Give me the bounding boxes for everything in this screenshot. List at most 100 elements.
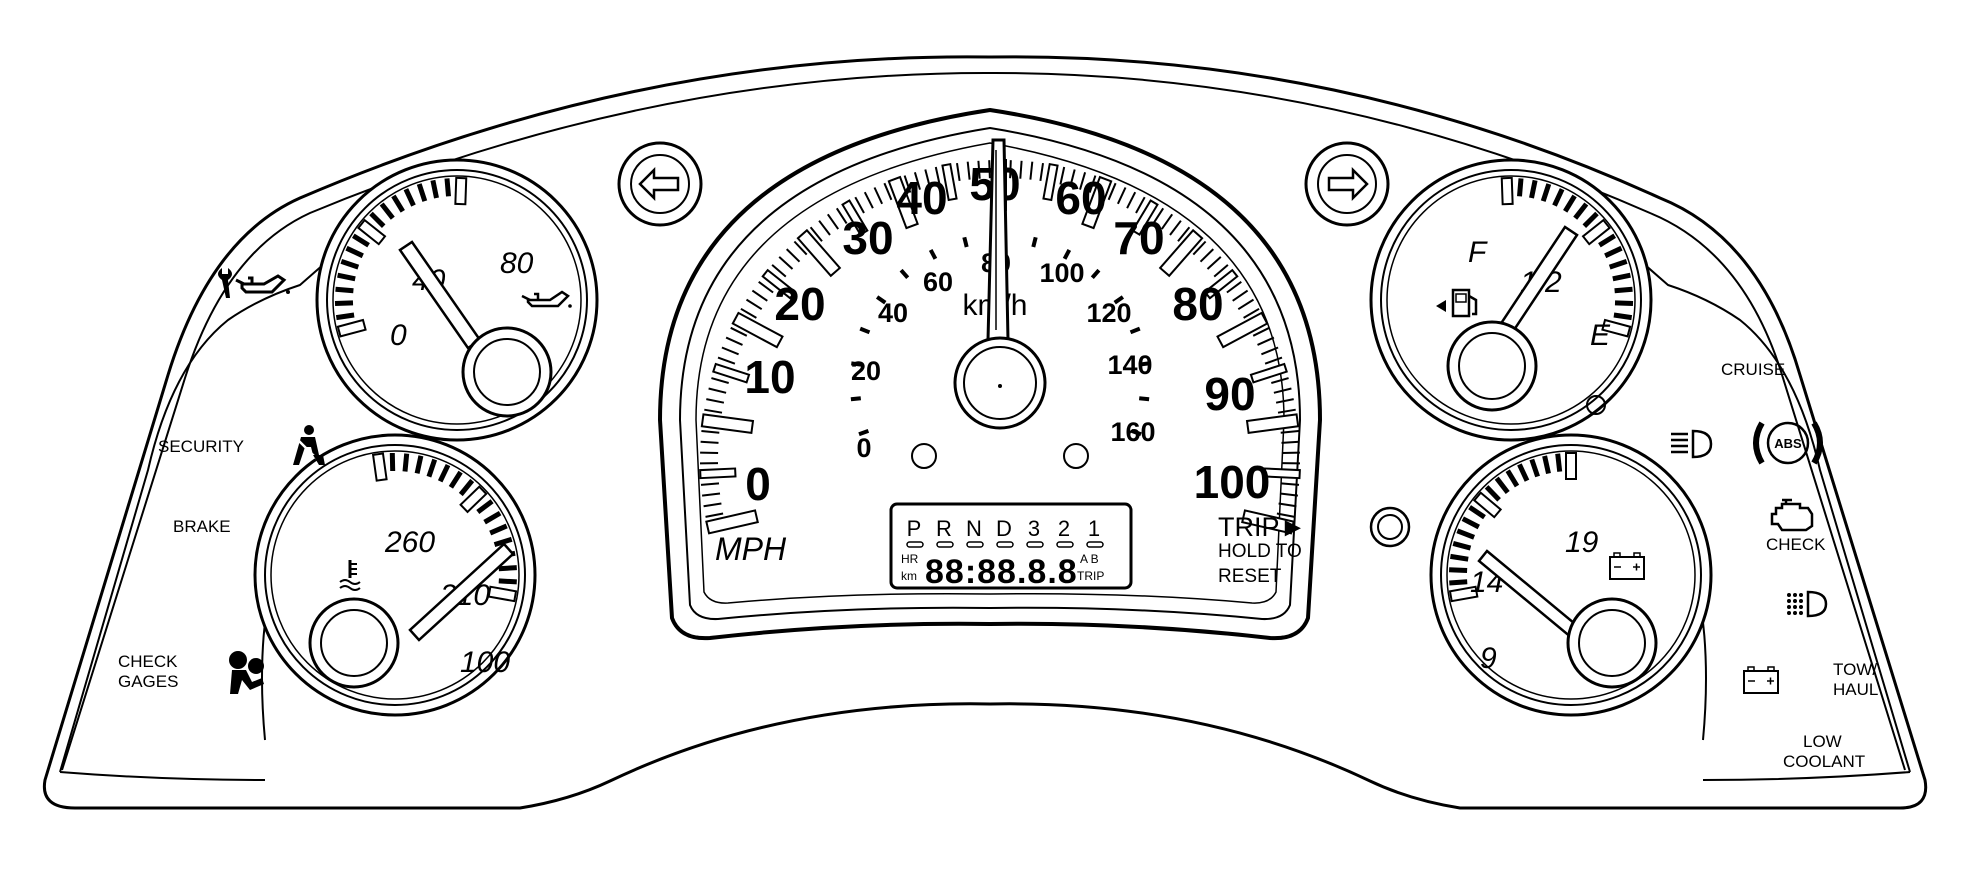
fuel-minor-tick — [1582, 211, 1599, 228]
kmh-tick — [1062, 248, 1072, 260]
oil-major-tick — [357, 218, 387, 246]
speedo-minor-tick — [701, 492, 721, 497]
oil-minor-tick — [416, 183, 428, 202]
fuel-major-tick — [1581, 218, 1611, 246]
voltmeter-gauge: 19 14 9 — [1429, 433, 1713, 717]
speedo-minor-tick — [1261, 346, 1279, 356]
speedo-minor-tick — [1232, 289, 1249, 302]
speedometer-hub — [953, 336, 1047, 430]
volt-minor-tick — [1468, 505, 1486, 520]
speedo-minor-tick — [1281, 440, 1300, 444]
speedo-minor-tick — [1160, 213, 1174, 230]
temp-minor-tick — [437, 464, 451, 483]
fuel-minor-tick — [1540, 183, 1552, 202]
mph-label-30: 30 — [842, 212, 893, 264]
speedo-mid-tick — [712, 362, 751, 384]
speedo-minor-tick — [793, 240, 808, 256]
speedo-minor-tick — [1088, 175, 1097, 193]
speedo-minor-tick — [1169, 220, 1182, 236]
kmh-label-60: 60 — [923, 267, 953, 297]
speedo-minor-tick — [1079, 172, 1087, 190]
volt-minor-tick — [1452, 540, 1472, 551]
speedo-minor-tick — [1069, 169, 1076, 188]
prndl-n: N — [966, 516, 984, 541]
kmh-tick — [899, 268, 910, 280]
mph-label-0: 0 — [745, 458, 771, 510]
speedo-minor-tick — [706, 398, 725, 404]
speedo-minor-tick — [1278, 502, 1297, 508]
kmh-tick — [875, 295, 887, 305]
display-ab-label: A B — [1080, 552, 1099, 566]
speedo-minor-tick — [704, 408, 723, 414]
volt-gauge-ticks — [1448, 452, 1577, 603]
oil-minor-tick — [379, 202, 395, 220]
brake-telltale: BRAKE — [173, 517, 231, 536]
speedo-minor-tick — [1271, 377, 1289, 384]
speedo-minor-tick — [809, 226, 823, 242]
kmh-tick — [928, 248, 938, 260]
oil-can-icon — [521, 290, 572, 308]
speedo-minor-tick — [826, 213, 840, 230]
mph-label-10: 10 — [744, 351, 795, 403]
fog-lamp-icon — [1787, 590, 1828, 618]
volt-minor-tick — [1484, 485, 1501, 502]
speedo-major-tick — [1216, 311, 1269, 349]
speedo-minor-tick — [913, 172, 921, 190]
speedo-mid-tick — [1249, 362, 1288, 384]
speedo-major-tick — [887, 175, 919, 230]
speedo-mid-tick — [699, 467, 737, 480]
speedo-minor-tick — [818, 220, 831, 236]
speedo-major-tick — [1158, 228, 1204, 278]
trip-button-label: TRIP► — [1218, 512, 1306, 542]
speedo-minor-tick — [1199, 248, 1215, 263]
oil-minor-tick — [335, 312, 355, 321]
fuel-minor-tick — [1613, 312, 1633, 321]
odometer-display: P R N D 3 2 1 HR km 88:88.8.8 A B TRIP — [889, 502, 1133, 591]
odometer-digits: 88:88.8.8 — [925, 553, 1078, 591]
volt-major-tick — [1472, 491, 1503, 519]
speedo-minor-tick — [1107, 182, 1117, 201]
temp-needle — [408, 542, 515, 642]
prndl-1: 1 — [1088, 516, 1102, 541]
temp-major-tick — [459, 485, 488, 514]
speedo-minor-tick — [1257, 336, 1275, 346]
fuel-minor-tick — [1552, 188, 1565, 207]
temp-minor-tick — [493, 536, 513, 547]
speedo-minor-tick — [700, 482, 720, 486]
speedometer-tick-marks — [699, 159, 1301, 535]
oil-minor-tick — [340, 259, 360, 270]
cruise-telltale: CRUISE — [1721, 360, 1785, 379]
oil-major-tick — [454, 176, 468, 206]
speedo-minor-tick — [703, 502, 722, 508]
fuel-major-tick — [1500, 176, 1514, 206]
speedo-minor-tick — [1009, 160, 1012, 179]
mph-scale: 0 10 20 30 40 50 60 70 80 90 100 — [744, 158, 1270, 510]
speedo-minor-tick — [730, 326, 748, 337]
low-coolant-telltale-1: LOW — [1803, 732, 1842, 751]
kmh-tick — [962, 236, 969, 248]
mph-label-90: 90 — [1204, 368, 1255, 420]
speedo-mid-tick — [1131, 199, 1159, 237]
speedo-minor-tick — [1237, 298, 1255, 311]
temp-label-260: 260 — [384, 526, 435, 559]
kmh-tick — [1138, 361, 1149, 367]
mph-label-60: 60 — [1055, 172, 1106, 224]
fuel-gauge-ticks — [1500, 176, 1634, 338]
temp-minor-tick — [402, 453, 410, 472]
volt-minor-tick — [1461, 516, 1480, 530]
speedo-minor-tick — [778, 256, 794, 270]
temp-minor-tick — [489, 523, 508, 536]
speedo-minor-tick — [1264, 356, 1283, 365]
temp-major-tick — [487, 585, 518, 603]
check-gages-telltale-1: CHECK — [118, 652, 178, 671]
oil-minor-tick — [430, 179, 439, 199]
speedo-minor-tick — [924, 169, 931, 188]
speedo-major-tick — [796, 228, 842, 278]
prndl-r: R — [936, 516, 954, 541]
speedo-minor-tick — [1206, 256, 1222, 270]
speedo-minor-tick — [1116, 187, 1127, 205]
trip-reset-button[interactable] — [1369, 506, 1411, 548]
display-km-label: km — [901, 569, 917, 583]
speedo-minor-tick — [977, 160, 981, 179]
